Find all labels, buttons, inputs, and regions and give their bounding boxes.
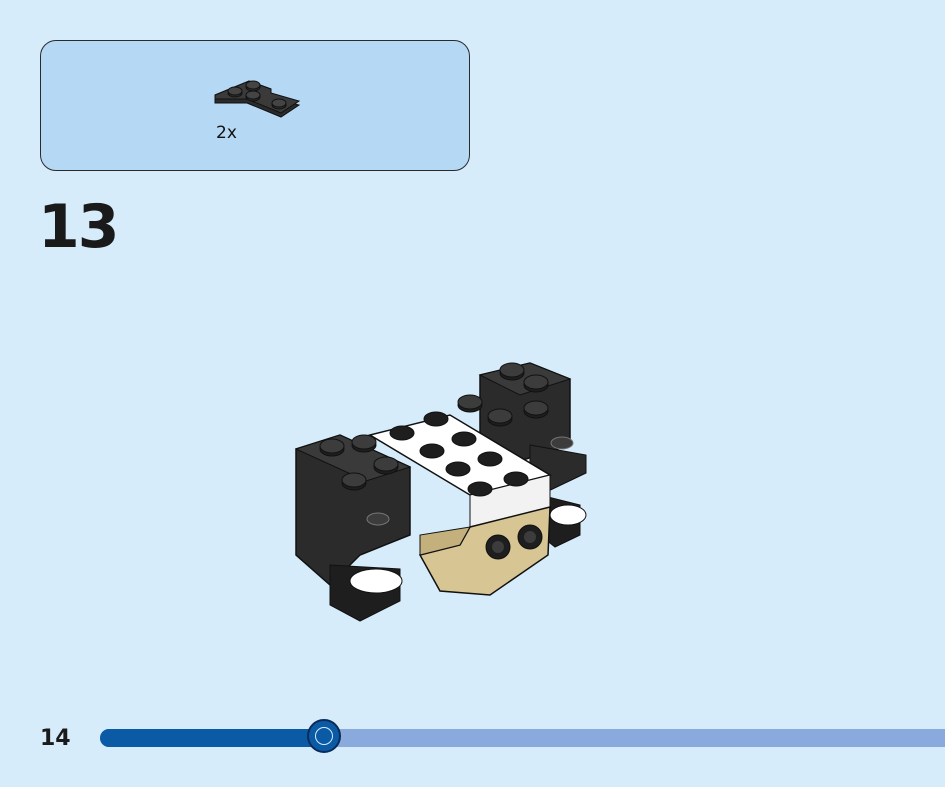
lego-model-illustration — [294, 362, 587, 622]
parts-callout: 2x — [40, 40, 470, 171]
progress-fill — [100, 729, 324, 747]
progress-bar — [100, 719, 945, 753]
progress-knob[interactable] — [307, 719, 341, 753]
part-quantity: 2x — [216, 123, 237, 143]
page-number: 14 — [40, 726, 71, 751]
black-l-plate-icon — [214, 80, 301, 118]
step-number: 13 — [38, 192, 119, 262]
